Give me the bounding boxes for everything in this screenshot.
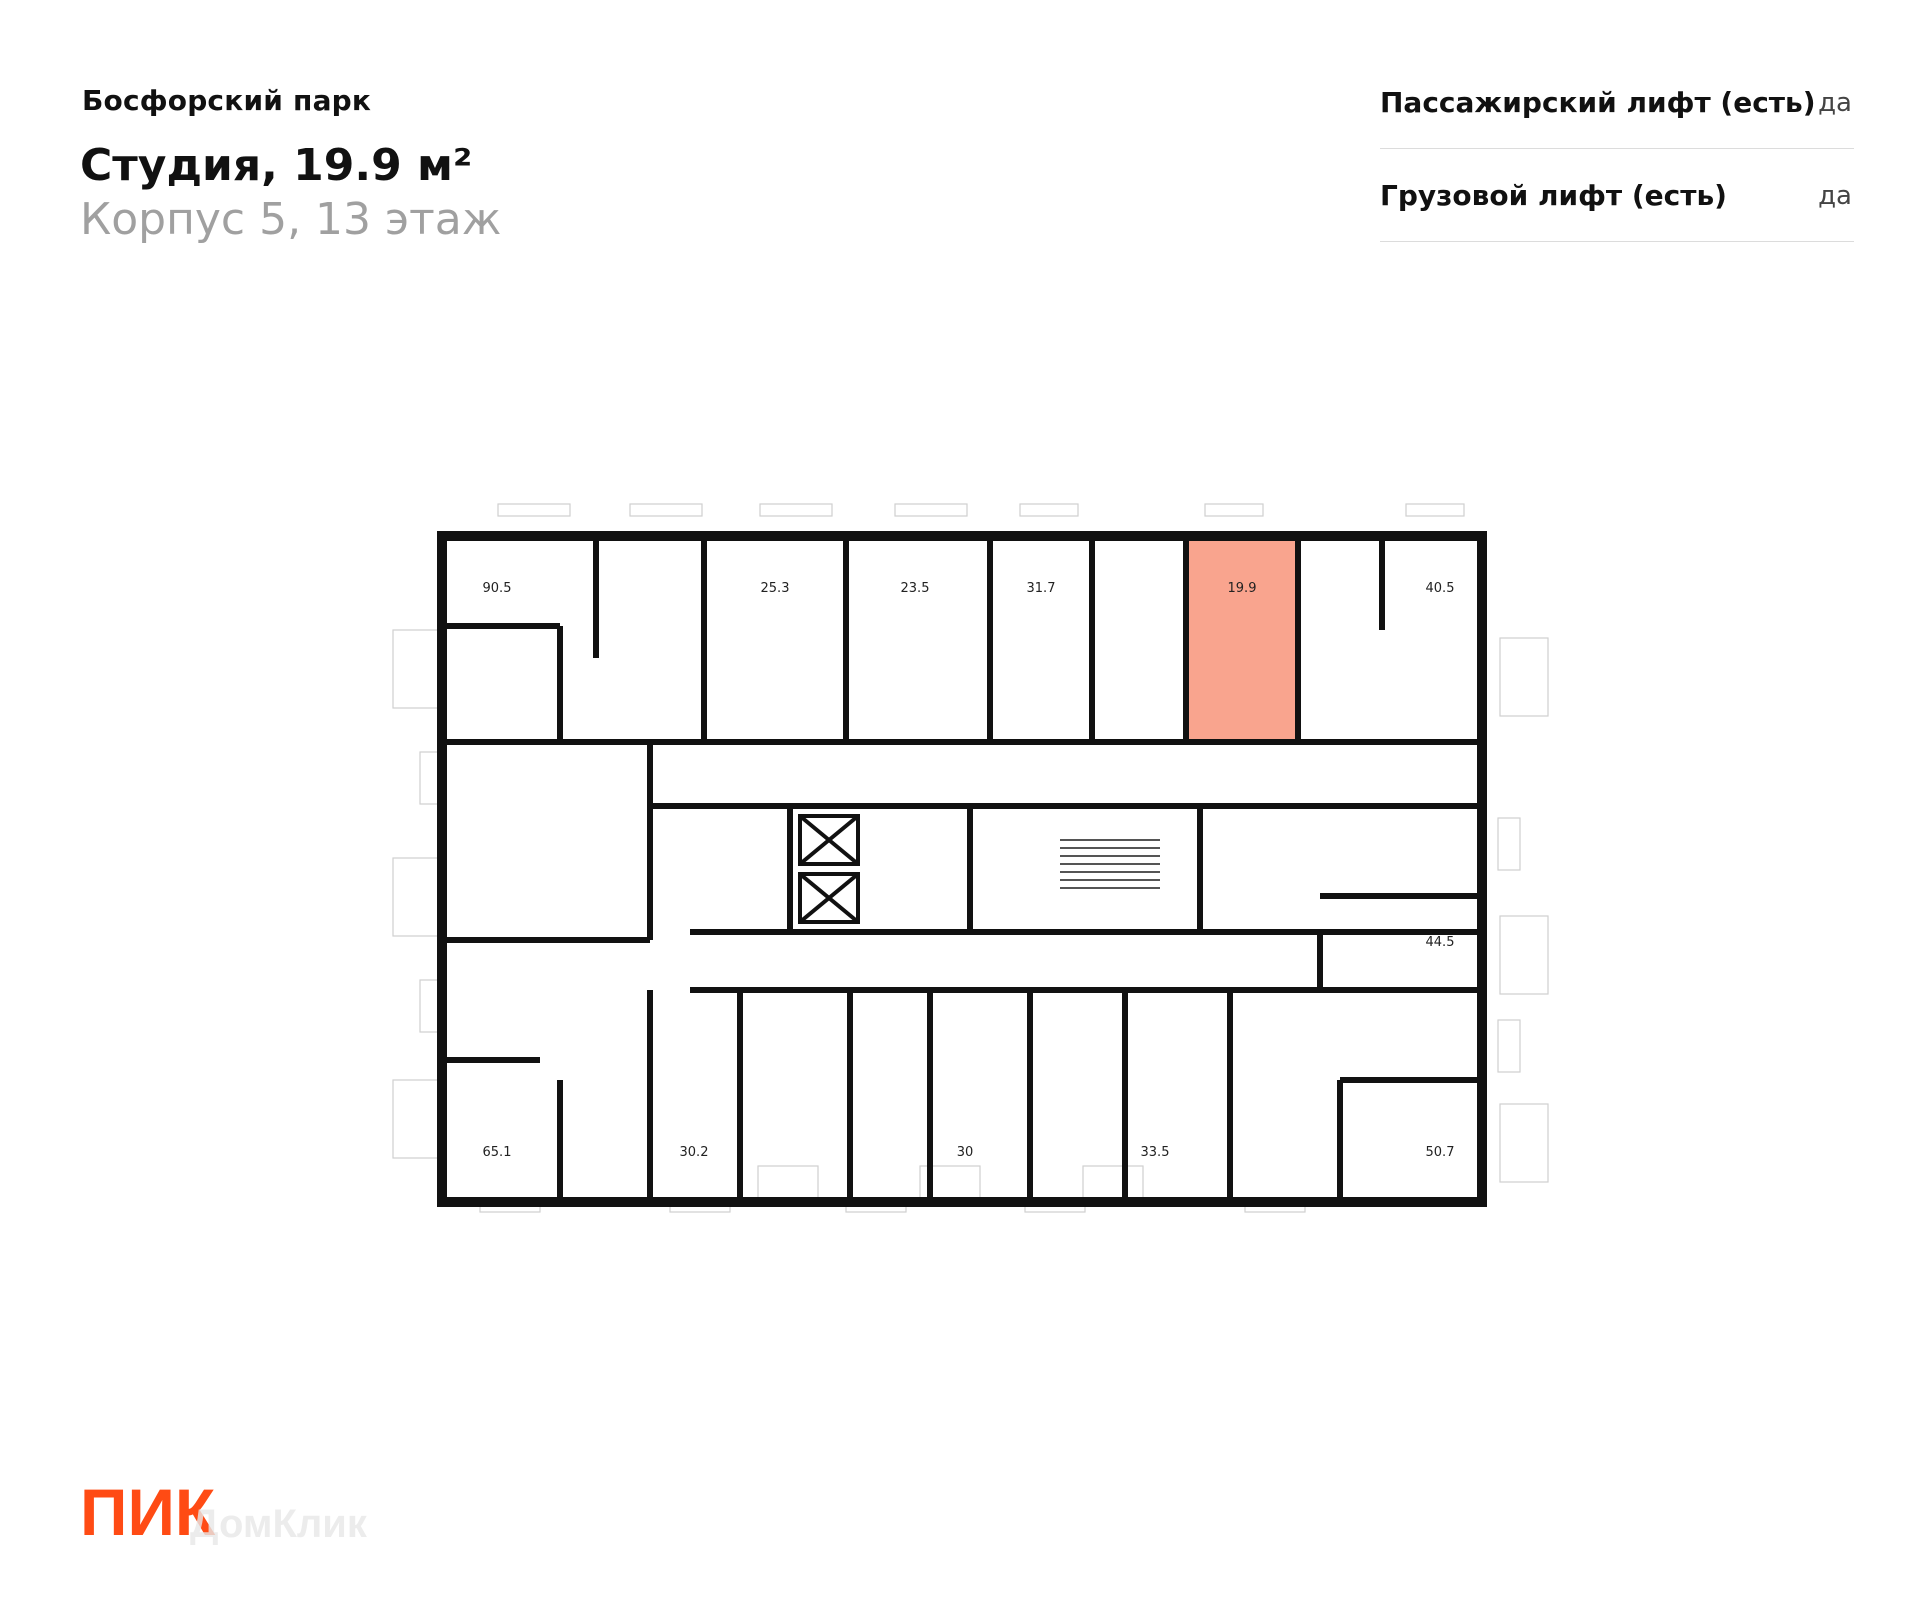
building-floor-subtitle: Корпус 5, 13 этаж [80,194,502,245]
spec-row-passenger-lift: Пассажирский лифт (есть) да [1380,56,1854,149]
project-name: Босфорский парк [82,84,372,117]
svg-text:ДомКлик: ДомКлик [190,1502,368,1546]
apartment-area-label: 33.5 [1141,1145,1170,1160]
spec-value: да [1818,88,1852,118]
page-title: Студия, 19.9 м² [80,140,473,191]
selected-apartment[interactable] [1183,533,1301,745]
apartment-area-label: 19.9 [1228,581,1257,596]
floor-plan: 90.5 25.3 23.5 31.7 19.9 40.5 44.5 65.1 … [392,503,1549,1213]
apartment-area-label: 23.5 [901,581,930,596]
spec-label: Грузовой лифт (есть) [1380,179,1727,212]
specs-list: Пассажирский лифт (есть) да Грузовой лиф… [1380,56,1854,242]
apartment-area-label: 31.7 [1027,581,1056,596]
spec-value: да [1818,181,1852,211]
apartment-area-label: 65.1 [483,1145,512,1160]
spec-row-freight-lift: Грузовой лифт (есть) да [1380,149,1854,242]
apartment-area-label: 25.3 [761,581,790,596]
svg-text:ПИК: ПИК [80,1475,216,1549]
pik-logo: ПИК ДомКлик [80,1465,410,1559]
apartment-area-label: 30 [957,1145,974,1160]
apartment-area-label: 44.5 [1426,935,1455,950]
apartment-area-label: 90.5 [483,581,512,596]
apartment-area-label: 40.5 [1426,581,1455,596]
apartment-area-label: 30.2 [680,1145,709,1160]
spec-label: Пассажирский лифт (есть) [1380,86,1816,119]
apartment-area-label: 50.7 [1426,1145,1455,1160]
